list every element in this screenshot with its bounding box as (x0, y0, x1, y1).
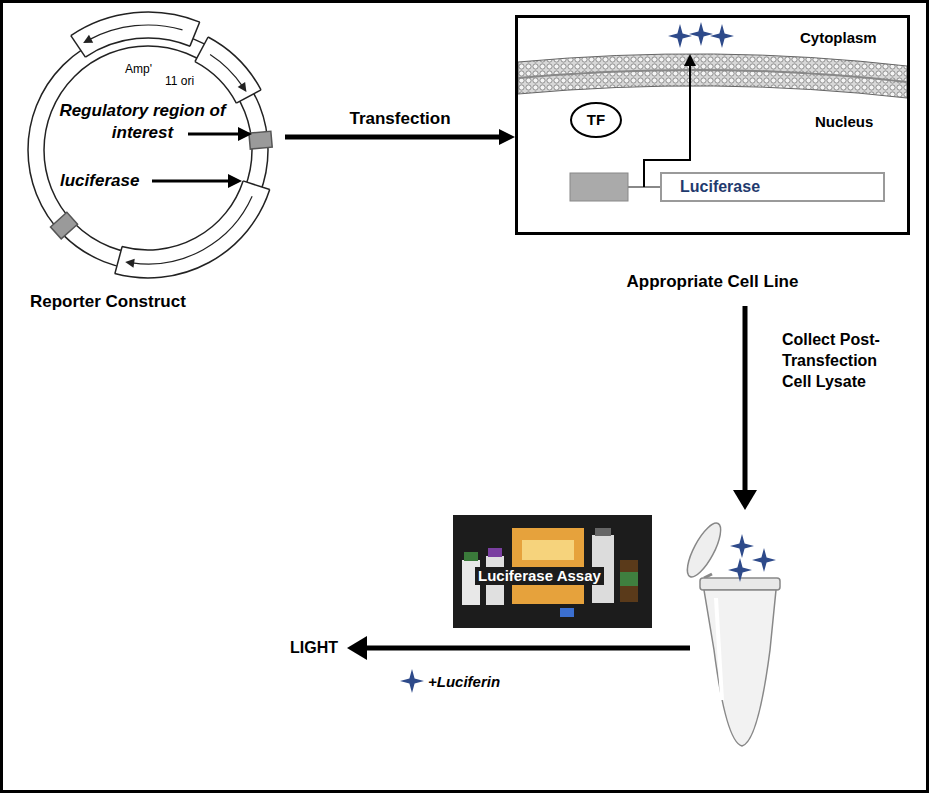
luciferase-star (689, 22, 713, 46)
direction-arrow (0, 0, 306, 308)
node-text: Appropriate Cell Line (627, 272, 799, 292)
ori-segment (0, 0, 321, 323)
label-holder: Transfection (349, 109, 450, 129)
gene-segment (0, 0, 309, 311)
label-holder: Collect Post-Transfection Cell Lysate (782, 330, 894, 392)
label-holder: 11 ori (165, 74, 194, 90)
assay-kit-photo: Luciferase Assay (453, 515, 652, 628)
tube-body (704, 590, 776, 746)
tube-cap (681, 519, 727, 581)
label-holder: Regulatory region of interest (40, 100, 245, 144)
direction-arrow (81, 35, 93, 47)
callout-label: Regulatory region of interest (59, 101, 225, 142)
label-holder: +Luciferin (428, 672, 500, 692)
gene-segment (0, 0, 303, 305)
ori-segment (13, 15, 283, 285)
gene-segment (190, 22, 200, 46)
plasmid-map: Reporter Construct (20, 10, 285, 315)
flow-arrow (733, 490, 757, 510)
direction-arrow (238, 82, 250, 94)
membrane (518, 70, 907, 82)
node-text: Luciferase Assay (475, 567, 604, 585)
luciferase-star (710, 24, 734, 48)
kit-bottle (620, 560, 638, 602)
gene-segment (0, 0, 322, 324)
promoter-box (249, 131, 272, 149)
connector-arrow (285, 135, 505, 140)
reporter-gene: Luciferase (660, 172, 885, 202)
flow-arrow (743, 306, 748, 492)
plasmid-feature-label: Amp' (125, 62, 152, 76)
direction-arrow (0, 0, 299, 301)
kit-bottle (488, 548, 502, 557)
ori-segment (236, 90, 261, 103)
label-holder: Amp' (125, 62, 152, 78)
membrane (518, 54, 907, 98)
kit-bottle (620, 572, 638, 586)
promoter-box (50, 212, 77, 239)
luciferase-star (668, 24, 692, 48)
step-label: Collect Post-Transfection Cell Lysate (782, 331, 880, 390)
kit-box (522, 540, 574, 560)
leader-arrow (228, 174, 242, 188)
node-text: TF (587, 111, 605, 129)
leader-arrow (238, 127, 252, 141)
flow-arrow (365, 646, 690, 651)
gene-segment (71, 36, 86, 58)
node-text: Reporter Construct (30, 292, 186, 312)
gene-segment (22, 24, 274, 276)
gene-segment (115, 247, 122, 274)
transcription-factor: TF (570, 102, 622, 138)
promoter-box (570, 173, 628, 201)
reagent-label: +Luciferin (428, 673, 500, 690)
direction-arrow (125, 257, 135, 267)
label-holder: Nucleus (815, 112, 873, 132)
kit-box (512, 528, 584, 604)
plasmid-drawing (0, 0, 340, 342)
direction-arrow (0, 0, 317, 319)
kit-tube (560, 608, 574, 617)
label-holder: LIGHT (290, 638, 338, 659)
callout-label: luciferase (60, 171, 139, 190)
output-label: LIGHT (290, 639, 338, 656)
edge-label: Transfection (349, 109, 450, 128)
compartment-label: Nucleus (815, 113, 873, 130)
kit-bottle (595, 528, 611, 536)
luciferin-star (400, 669, 424, 693)
kit-bottle (464, 552, 478, 561)
plasmid-feature-label: 11 ori (165, 74, 194, 88)
leader-arrow (188, 133, 240, 136)
gene-segment (4, 6, 291, 293)
compartment-label: Cytoplasm (800, 29, 877, 46)
ori-segment (195, 37, 208, 62)
expression-arrow (644, 64, 690, 187)
luciferase-star (730, 534, 754, 558)
label-holder: luciferase (60, 170, 139, 192)
gene-segment (243, 181, 270, 190)
tube-shine (716, 598, 722, 700)
luciferase-star (752, 548, 776, 572)
leader-arrow (152, 180, 230, 183)
node-text: Luciferase (680, 177, 760, 196)
kit-photo (453, 515, 652, 628)
expression-arrow (684, 54, 696, 66)
label-holder: Cytoplasm (800, 28, 877, 48)
ori-segment (0, 0, 302, 304)
cell-panel: Appropriate Cell Line TF Luciferase (515, 15, 910, 300)
flow-arrow (347, 636, 367, 660)
luciferase-star (728, 558, 752, 582)
gene-segment (0, 0, 340, 342)
